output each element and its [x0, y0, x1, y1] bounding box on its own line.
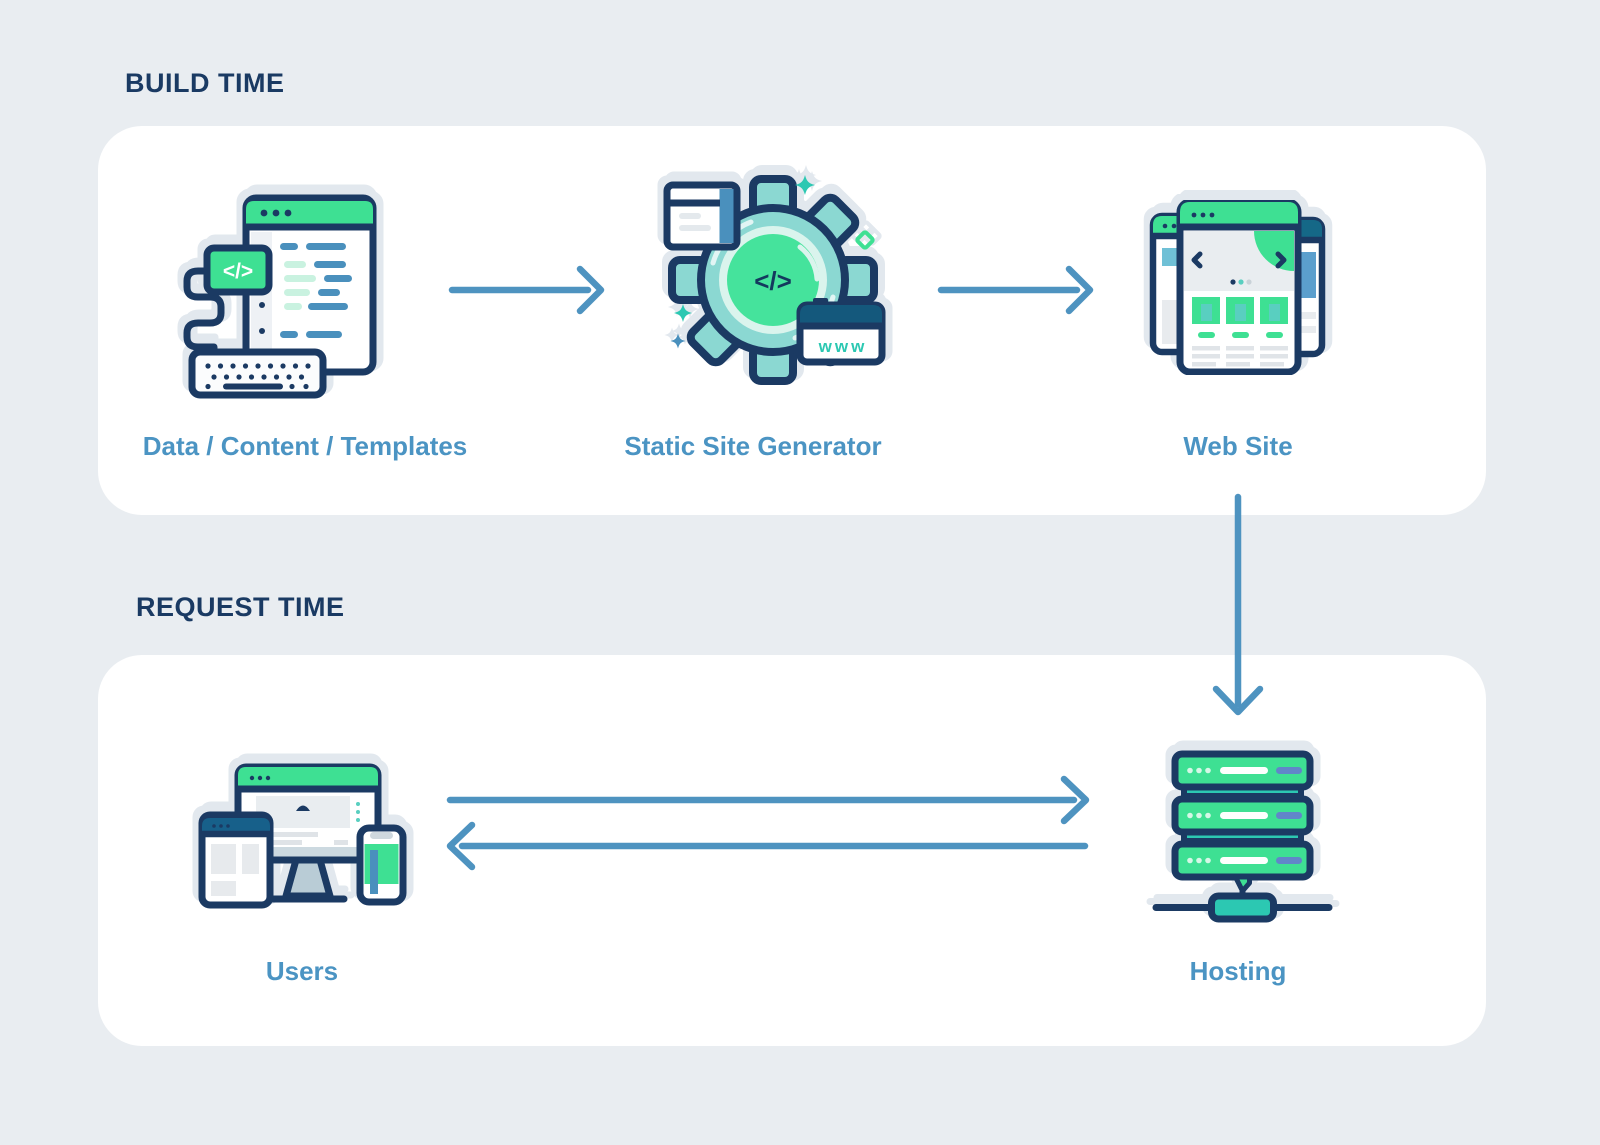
sparkle-icon [795, 175, 815, 195]
carousel-next-icon [1275, 251, 1287, 269]
gear-code-symbol: </> [754, 266, 792, 296]
server-bar [1171, 840, 1314, 881]
label-data-content-templates: Data / Content / Templates [142, 431, 468, 461]
cable [183, 267, 225, 359]
phone [356, 824, 407, 906]
monitor [234, 763, 382, 903]
node-static-site-generator: </> www [650, 155, 900, 405]
window-dots [260, 209, 292, 217]
server-rack [1171, 750, 1314, 881]
request-time-title: REQUEST TIME [136, 592, 345, 622]
small-window [198, 811, 274, 909]
server-bar [1171, 795, 1314, 836]
sparkle-icon [674, 304, 692, 322]
text-lines [1192, 346, 1288, 367]
server-bar [1171, 750, 1314, 791]
diamond-sparkle-icon [855, 230, 875, 250]
label-hosting: Hosting [1189, 956, 1287, 986]
node-hosting [1150, 748, 1335, 923]
node-data-content-templates: </> [180, 185, 390, 400]
user-devices-icon [198, 763, 407, 909]
browser-pages-icon [1149, 200, 1326, 375]
generator-gear-icon: </> www [663, 175, 886, 385]
www-badge: www [796, 298, 886, 366]
chip-code-symbol: </> [223, 260, 253, 283]
data-card [663, 181, 741, 251]
build-time-title: BUILD TIME [125, 68, 285, 98]
network-link [1152, 874, 1333, 923]
keyboard [188, 348, 327, 399]
label-web-site: Web Site [1183, 431, 1293, 461]
node-users [198, 760, 408, 910]
front-window [1176, 200, 1302, 375]
code-chip: </> [203, 244, 273, 296]
code-lines [280, 243, 352, 338]
www-label: www [818, 337, 868, 356]
feature-cards [1192, 297, 1288, 338]
hero-glyph [296, 805, 310, 811]
phone-notch [370, 832, 393, 839]
node-web-site [1148, 200, 1328, 375]
label-users: Users [265, 956, 339, 986]
label-static-site-generator: Static Site Generator [624, 431, 882, 461]
sparkle-icon [670, 333, 686, 349]
code-editor-keyboard-icon: </> [183, 194, 377, 399]
carousel-prev-icon [1191, 251, 1203, 269]
server-stack-icon [1152, 750, 1333, 923]
